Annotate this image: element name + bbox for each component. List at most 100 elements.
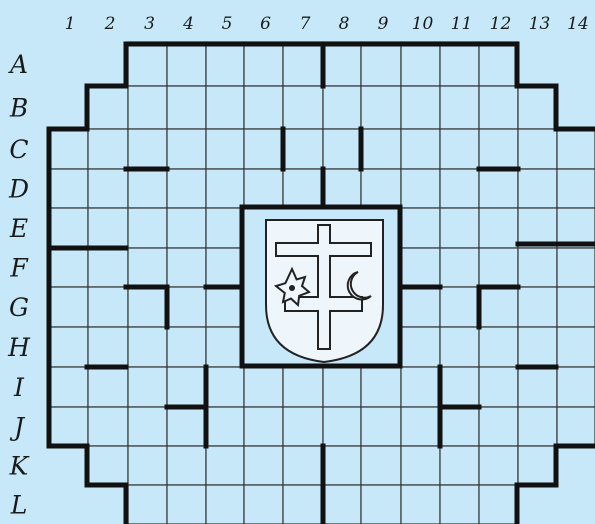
grid-cell <box>244 485 283 524</box>
grid-cell <box>88 446 128 485</box>
grid-cell <box>128 367 167 407</box>
grid-cell <box>167 129 206 169</box>
grid-cell <box>128 287 167 327</box>
grid-cell <box>479 327 518 367</box>
grid-cell <box>88 367 128 407</box>
column-label: 1 <box>65 14 76 34</box>
grid-cell <box>440 327 479 367</box>
grid-cell <box>88 287 128 327</box>
row-label: B <box>9 94 28 123</box>
grid-cell <box>206 169 244 208</box>
grid-cell <box>323 446 361 485</box>
grid-cell <box>48 208 88 248</box>
column-label: 5 <box>222 14 233 34</box>
grid-cell <box>557 287 595 327</box>
grid-cell <box>128 485 167 524</box>
column-label: 8 <box>339 14 350 34</box>
grid-cell <box>206 208 244 248</box>
grid-cell <box>479 208 518 248</box>
grid-cell <box>557 327 595 367</box>
grid-cell <box>167 485 206 524</box>
grid-cell <box>557 367 595 407</box>
grid-cell <box>323 129 361 169</box>
row-label: L <box>10 491 28 520</box>
grid-cell <box>88 327 128 367</box>
row-label: F <box>9 254 29 283</box>
column-label: 7 <box>300 14 311 34</box>
grid-cell <box>323 86 361 129</box>
grid-cell <box>518 86 557 129</box>
grid-cell <box>206 287 244 327</box>
grid-cell <box>206 129 244 169</box>
grid-cell <box>440 129 479 169</box>
grid-cell <box>479 86 518 129</box>
grid-cell <box>48 367 88 407</box>
column-label: 11 <box>451 14 473 34</box>
grid-cell <box>518 287 557 327</box>
grid-cell <box>440 446 479 485</box>
grid-cell <box>167 86 206 129</box>
grid-cell <box>88 407 128 446</box>
grid-cell <box>361 446 401 485</box>
column-label: 14 <box>567 14 589 34</box>
grid-cell <box>440 407 479 446</box>
grid-cell <box>128 129 167 169</box>
grid-cell <box>88 86 128 129</box>
grid-cell <box>479 129 518 169</box>
row-label: K <box>9 452 30 481</box>
grid-cell <box>244 407 283 446</box>
grid-cell <box>206 248 244 287</box>
grid-cell <box>283 446 323 485</box>
grid-cell <box>401 42 440 86</box>
row-label: I <box>13 373 25 402</box>
grid-cell <box>401 327 440 367</box>
grid-cell <box>323 42 361 86</box>
grid-cell <box>167 287 206 327</box>
grid-cell <box>401 287 440 327</box>
row-label: E <box>9 214 28 243</box>
grid-cell <box>167 367 206 407</box>
grid-cell <box>401 208 440 248</box>
grid-cell <box>128 446 167 485</box>
grid-cell <box>361 86 401 129</box>
grid-cell <box>283 485 323 524</box>
grid-cell <box>128 86 167 129</box>
grid-cell <box>361 407 401 446</box>
grid-cell <box>479 248 518 287</box>
grid-cell <box>283 407 323 446</box>
grid-cell <box>283 129 323 169</box>
grid-cell <box>167 407 206 446</box>
grid-cell <box>361 485 401 524</box>
column-label: 10 <box>412 14 434 34</box>
grid-cell <box>244 169 283 208</box>
grid-cell <box>283 42 323 86</box>
grid-cell <box>283 367 323 407</box>
row-label: C <box>9 135 28 164</box>
grid-cell <box>283 169 323 208</box>
grid-cell <box>479 287 518 327</box>
grid-cell <box>128 327 167 367</box>
grid-cell <box>128 407 167 446</box>
grid-cell <box>206 446 244 485</box>
column-label: 9 <box>378 14 389 34</box>
grid-cell <box>48 407 88 446</box>
grid-cell <box>557 169 595 208</box>
grid-cell <box>283 86 323 129</box>
grid-cell <box>206 367 244 407</box>
grid-cell <box>128 208 167 248</box>
grid-cell <box>557 248 595 287</box>
grid-cell <box>88 129 128 169</box>
grid-cell <box>167 169 206 208</box>
grid-cell <box>518 129 557 169</box>
grid-cell <box>244 367 283 407</box>
grid-cell <box>518 407 557 446</box>
row-label: A <box>8 50 28 79</box>
grid-cell <box>479 407 518 446</box>
grid-cell <box>557 129 595 169</box>
grid-cell <box>401 407 440 446</box>
grid-cell <box>401 446 440 485</box>
row-label: H <box>7 333 31 362</box>
grid-cell <box>361 42 401 86</box>
grid-cell <box>401 248 440 287</box>
